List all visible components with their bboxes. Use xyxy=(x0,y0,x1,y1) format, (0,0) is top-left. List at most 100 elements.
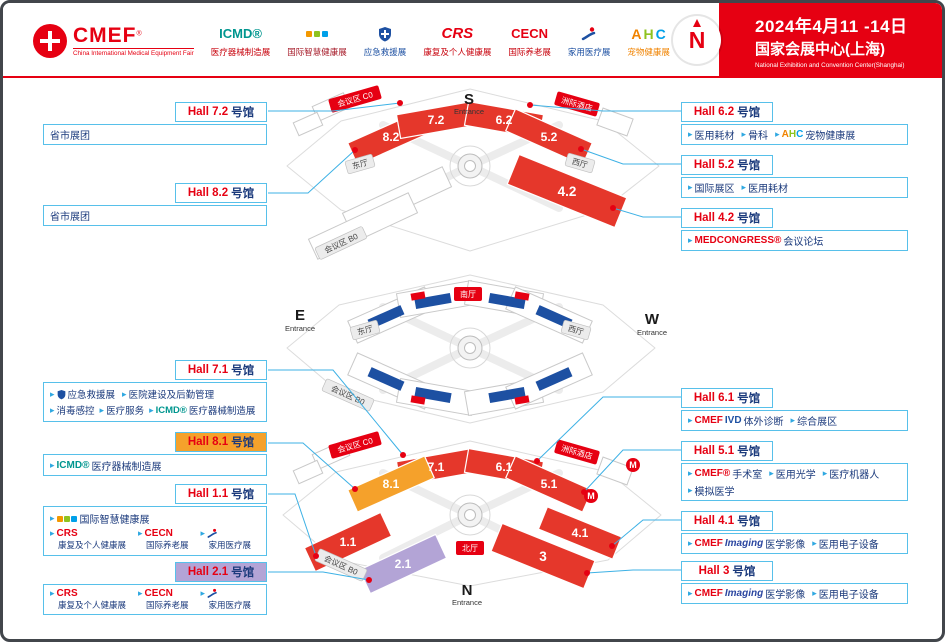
site-outline xyxy=(282,440,662,587)
header-logos: CMEF® China International Medical Equipm… xyxy=(33,15,670,67)
cmef-emblem-icon xyxy=(33,24,67,58)
callout-hall-7.2-content: 省市展团 xyxy=(43,124,267,145)
emergency-label: 应急救援展 xyxy=(363,46,407,57)
exhibit-category: 医疗机器人 xyxy=(823,466,879,481)
cmef-subtitle: China International Medical Equipment Fa… xyxy=(73,47,194,57)
site-outline xyxy=(286,88,660,252)
metro-icon: M xyxy=(626,458,640,472)
crs-wordmark: CRS xyxy=(441,25,474,42)
ahc-label: 宠物健康展 xyxy=(627,46,670,57)
hall-shape-4.2 xyxy=(506,153,628,229)
cecn-label: 国际养老展 xyxy=(508,46,551,57)
tag-east-hall: 东厅 xyxy=(344,154,376,174)
entrance-north-letter: N xyxy=(462,582,473,599)
hall-shape-4.1 xyxy=(537,506,623,560)
exhibit-category: 医疗服务 xyxy=(100,403,144,417)
exhibit-category: 医用电子设备 xyxy=(812,536,879,551)
entrance-west-letter: W xyxy=(645,311,660,328)
tag-conference-c0: 会议区 C0 xyxy=(328,431,382,459)
icmd-label: 医疗器械制造展 xyxy=(210,46,271,57)
expo-logo-smart-health: 国际智慧健康展 xyxy=(287,25,347,58)
tag-west-hall: 西厅 xyxy=(564,153,596,173)
exhibit-category: 医院建设及后勤管理 xyxy=(122,387,215,401)
exhibit-category: 省市展团 xyxy=(50,131,90,142)
hall-label-6.2: 6.2 xyxy=(496,113,513,127)
event-venue: 国家会展中心(上海) xyxy=(755,41,885,58)
exhibit-category: 家用医疗展 xyxy=(201,588,251,611)
site-outline xyxy=(286,274,656,424)
cecn-wordmark: CECN xyxy=(511,26,548,41)
svg-text:西厅: 西厅 xyxy=(571,157,589,170)
tag-hotel: 洲际酒店 xyxy=(554,439,600,465)
cmef-wordmark-block: CMEF® China International Medical Equipm… xyxy=(73,25,194,57)
hall-label-8.1: 8.1 xyxy=(383,477,400,491)
mini-signs xyxy=(410,291,530,405)
compass-letter: N xyxy=(688,26,706,53)
entrance-north-word: Entrance xyxy=(452,598,482,607)
central-ring xyxy=(449,145,491,187)
entrance-east-word: Entrance xyxy=(285,324,315,333)
metro-icon: M xyxy=(584,489,598,503)
cmef-logo: CMEF® China International Medical Equipm… xyxy=(33,24,194,58)
entrance-west-word: Entrance xyxy=(637,328,667,337)
map-level-1: 7.1 8.1 6.1 5.1 1.1 2.1 3 4.1 会议区 C0 洲际酒… xyxy=(282,431,662,607)
exhibit-category: 骨科 xyxy=(742,127,768,142)
svg-text:北厅: 北厅 xyxy=(462,544,478,553)
entrance-south-letter: S xyxy=(464,91,474,108)
hall-label-7.1: 7.1 xyxy=(428,460,445,474)
exhibit-category: ICMD®医疗器械制造展 xyxy=(149,403,256,418)
running-figure-icon xyxy=(207,528,217,538)
callout-hall-8.1-content: ICMD®医疗器械制造展 xyxy=(43,454,267,476)
hall-shape-8.1 xyxy=(346,455,436,513)
exhibit-category: 综合展区 xyxy=(791,413,837,428)
hall-label-4.1: 4.1 xyxy=(572,526,589,540)
hotel-block-outline xyxy=(596,456,634,486)
callout-hall-8.2-content: 省市展团 xyxy=(43,205,267,226)
exhibit-category: 省市展团 xyxy=(50,212,90,223)
svg-text:南厅: 南厅 xyxy=(460,289,476,299)
smart-health-label: 国际智慧健康展 xyxy=(287,46,347,57)
hall-label-7.2: 7.2 xyxy=(428,113,445,127)
smart-health-icon xyxy=(306,25,329,43)
exhibit-category: 医用电子设备 xyxy=(812,586,879,601)
home-medical-label: 家用医疗展 xyxy=(567,46,611,57)
hall-label-5.1: 5.1 xyxy=(541,477,558,491)
hall-shape-5.2 xyxy=(504,108,594,166)
hall-label-5.2: 5.2 xyxy=(541,130,558,144)
svg-text:东厅: 东厅 xyxy=(356,323,374,337)
exhibit-category: 国际智慧健康展 xyxy=(50,511,150,526)
hall-label-1.1: 1.1 xyxy=(340,535,357,549)
callout-hall-5.2-content: 国际展区 医用耗材 xyxy=(681,177,908,198)
entrance-east-letter: E xyxy=(295,307,305,324)
callout-hall-7.1-content: 应急救援展 医院建设及后勤管理 消毒感控 医疗服务 ICMD®医疗器械制造展 xyxy=(43,382,267,422)
hall-shape-2.1 xyxy=(358,533,448,595)
expo-logo-emergency: 应急救援展 xyxy=(363,25,407,58)
exhibit-category: 国际展区 xyxy=(688,180,735,195)
exhibit-category: 家用医疗展 xyxy=(201,528,251,551)
expo-logo-cecn: CECN 国际养老展 xyxy=(508,25,551,58)
